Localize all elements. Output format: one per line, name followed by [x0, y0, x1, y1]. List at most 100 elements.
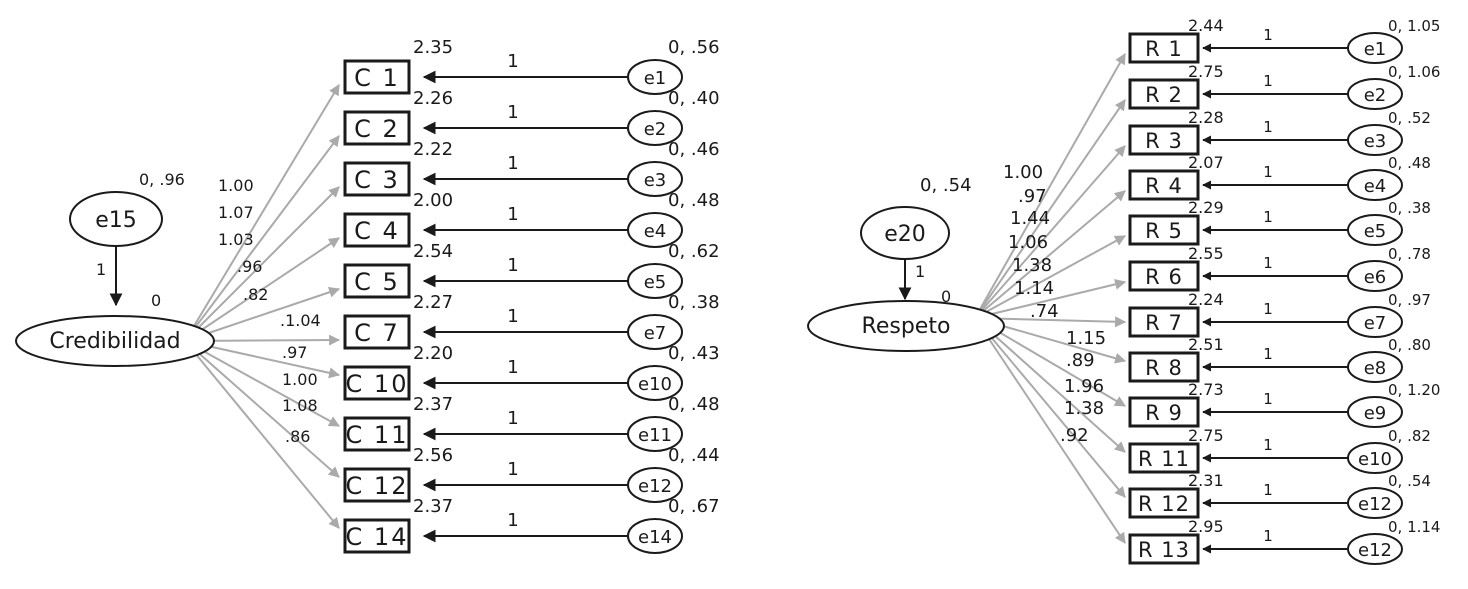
indicator-label: R 5 [1145, 219, 1183, 243]
indicator-label: R 11 [1138, 447, 1190, 471]
error-label: e7 [644, 323, 667, 344]
error-weight: 1 [507, 510, 518, 531]
indicator-label: R 9 [1145, 401, 1183, 425]
right-disturbance-label: e20 [884, 222, 926, 247]
indicator-box [1128, 351, 1200, 383]
indicator-box [1128, 487, 1200, 519]
error-variance: 0, 1.14 [1388, 518, 1440, 536]
indicator-box [343, 518, 411, 554]
error-weight: 1 [1263, 254, 1273, 272]
loading-label: .86 [285, 427, 310, 446]
indicator-intercept: 2.56 [413, 445, 453, 466]
indicator-label: R 8 [1145, 356, 1183, 380]
indicator-label: C 11 [346, 421, 409, 449]
error-label: e5 [644, 272, 667, 293]
left-loading-labels: 1.001.071.03.96.82.1.04.971.001.08.86 [218, 176, 321, 446]
error-weight: 1 [507, 459, 518, 480]
loading-label: 1.96 [1064, 376, 1104, 397]
indicator-intercept: 2.31 [1188, 471, 1224, 490]
right-latent: Respeto 0 [807, 287, 1005, 352]
error-weight: 1 [507, 204, 518, 225]
indicator-label: R 2 [1145, 83, 1183, 107]
indicator-box [343, 314, 411, 350]
indicator-box [343, 365, 411, 401]
indicator-intercept: 2.73 [1188, 380, 1224, 399]
error-label: e6 [1364, 267, 1387, 288]
error-label: e2 [1364, 85, 1387, 106]
right-disturbance-variance: 0, .54 [920, 175, 972, 196]
error-weight: 1 [507, 153, 518, 174]
indicator-label: C 3 [354, 166, 400, 194]
error-label: e4 [1364, 176, 1387, 197]
error-weight: 1 [507, 102, 518, 123]
loading-path [974, 145, 1126, 319]
error-variance: 0, .48 [1388, 154, 1431, 172]
error-label: e3 [644, 170, 667, 191]
loading-label: 1.38 [1012, 255, 1052, 276]
error-variance: 0, .46 [668, 139, 720, 160]
left-latent-label: Credibilidad [49, 329, 180, 354]
error-weight: 1 [1263, 26, 1273, 44]
error-weight: 1 [1263, 527, 1273, 545]
error-label: e2 [644, 119, 667, 140]
indicator-label: C 14 [346, 523, 409, 551]
indicator-label: C 12 [346, 472, 409, 500]
error-variance: 0, .40 [668, 88, 720, 109]
indicator-intercept: 2.28 [1188, 108, 1224, 127]
error-label: e10 [1358, 449, 1392, 470]
loading-label: 1.38 [1064, 398, 1104, 419]
right-disturbance-weight: 1 [915, 262, 925, 281]
error-variance: 0, .48 [668, 394, 720, 415]
loading-label: .92 [1060, 425, 1089, 446]
indicator-label: R 1 [1145, 37, 1183, 61]
error-weight: 1 [1263, 208, 1273, 226]
loading-path [184, 84, 340, 342]
indicator-intercept: 2.35 [413, 37, 453, 58]
loading-label: .97 [1018, 186, 1047, 207]
indicator-intercept: 2.00 [413, 190, 453, 211]
error-weight: 1 [1263, 118, 1273, 136]
indicator-intercept: 2.55 [1188, 244, 1224, 263]
error-weight: 1 [1263, 345, 1273, 363]
indicator-box [343, 59, 411, 95]
error-variance: 0, .44 [668, 445, 720, 466]
error-label: e8 [1364, 358, 1387, 379]
error-weight: 1 [1263, 72, 1273, 90]
error-weight: 1 [507, 408, 518, 429]
loading-label: .1.04 [280, 311, 321, 330]
error-weight: 1 [1263, 390, 1273, 408]
indicator-label: R 12 [1138, 492, 1190, 516]
indicator-intercept: 2.75 [1188, 62, 1224, 81]
error-variance: 0, .82 [1388, 427, 1431, 445]
error-label: e12 [1358, 494, 1392, 515]
loading-path [184, 186, 340, 342]
error-variance: 0, .62 [668, 241, 720, 262]
indicator-label: C 5 [354, 268, 400, 296]
error-label: e9 [1364, 403, 1387, 424]
left-latent-intercept: 0 [151, 291, 161, 310]
loading-path [184, 340, 340, 427]
left-disturbance: e15 0, .96 1 [69, 170, 185, 307]
indicator-box [1128, 533, 1200, 565]
loading-label: 1.00 [218, 176, 254, 195]
error-variance: 0, .48 [668, 190, 720, 211]
error-variance: 0, .38 [1388, 199, 1431, 217]
right-indicator-boxes: R 12.44R 22.75R 32.28R 42.07R 52.29R 62.… [1128, 16, 1224, 565]
error-weight: 1 [507, 51, 518, 72]
indicator-intercept: 2.44 [1188, 16, 1224, 35]
indicator-box [1128, 260, 1200, 292]
loading-label: .74 [1030, 301, 1059, 322]
indicator-label: C 10 [346, 370, 409, 398]
left-disturbance-label: e15 [95, 208, 137, 233]
error-weight: 1 [507, 306, 518, 327]
indicator-label: R 3 [1145, 129, 1183, 153]
loading-path [184, 286, 341, 342]
indicator-box [343, 416, 411, 452]
indicator-box [343, 161, 411, 197]
indicator-label: C 1 [354, 64, 400, 92]
indicator-box [1128, 214, 1200, 246]
